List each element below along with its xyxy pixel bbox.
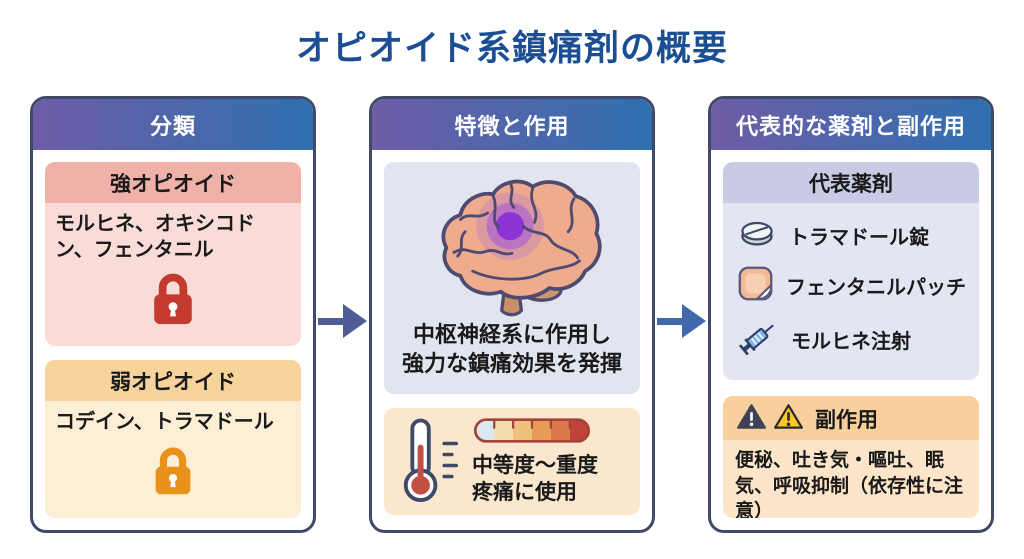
side-effects-card: 副作用 便秘、吐き気・嘔吐、眠気、呼吸抑制（依存性に注意） (723, 396, 979, 518)
side-effects-band: 副作用 (723, 396, 979, 440)
arrow-right-icon (318, 304, 367, 338)
action-text-line2: 強力な鎮痛効果を発揮 (401, 351, 622, 377)
column-classification: 分類 強オピオイド モルヒネ、オキシコドン、フェンタニル (30, 96, 316, 533)
column-drugs-side-effects-body: 代表薬剤 トラマドール錠 (711, 150, 991, 530)
drug-label: モルヒネ注射 (791, 329, 911, 354)
columns-row: 分類 強オピオイド モルヒネ、オキシコドン、フェンタニル (0, 96, 1024, 533)
strong-opioid-title: 強オピオイド (45, 162, 301, 203)
warning-triangle-dark-icon (737, 403, 766, 434)
list-item: モルヒネ注射 (737, 317, 969, 363)
representative-drug-rows: トラマドール錠 フェンタニルパッチ (723, 203, 979, 380)
usage-right: 中等度〜重度 疼痛に使用 (472, 417, 598, 506)
page-title: オピオイド系鎮痛剤の概要 (295, 29, 728, 69)
drug-label: フェンタニルパッチ (786, 274, 966, 299)
column-features-header: 特徴と作用 (372, 99, 652, 150)
usage-text: 中等度〜重度 疼痛に使用 (472, 452, 598, 506)
strong-opioid-card: 強オピオイド モルヒネ、オキシコドン、フェンタニル (45, 162, 301, 346)
thermometer-icon (400, 415, 462, 509)
gap-2 (655, 96, 708, 338)
weak-opioid-card: 弱オピオイド コデイン、トラマドール (45, 360, 301, 518)
column-features: 特徴と作用 (369, 96, 655, 533)
weak-opioid-title: 弱オピオイド (45, 360, 301, 401)
brain-illustration (416, 168, 608, 322)
list-item: フェンタニルパッチ (737, 265, 969, 306)
column-drugs-side-effects: 代表的な薬剤と副作用 代表薬剤 (708, 96, 994, 533)
usage-text-line1: 中等度〜重度 (472, 453, 598, 478)
drug-label: トラマドール錠 (789, 225, 929, 250)
gap-1 (316, 96, 369, 338)
strong-lock-wrap (45, 263, 301, 346)
action-text-line1: 中枢神経系に作用し (412, 323, 611, 348)
usage-card: 中等度〜重度 疼痛に使用 (384, 408, 640, 515)
syringe-icon (737, 317, 779, 363)
column-classification-header: 分類 (33, 99, 313, 150)
patch-icon (737, 265, 774, 306)
representative-drugs-card: 代表薬剤 トラマドール錠 (723, 162, 979, 380)
strong-opioid-drugs: モルヒネ、オキシコドン、フェンタニル (55, 211, 255, 262)
column-classification-body: 強オピオイド モルヒネ、オキシコドン、フェンタニル (33, 150, 313, 530)
column-drugs-side-effects-header: 代表的な薬剤と副作用 (711, 99, 991, 150)
usage-text-line2: 疼痛に使用 (472, 480, 577, 504)
column-features-body: 中枢神経系に作用し 強力な鎮痛効果を発揮 (372, 150, 652, 530)
warning-triangle-yellow-icon (774, 403, 803, 434)
pain-scale-icon (472, 417, 598, 448)
tablet-icon (737, 218, 777, 253)
representative-drugs-title: 代表薬剤 (723, 162, 979, 203)
side-effects-text: 便秘、吐き気・嘔吐、眠気、呼吸抑制（依存性に注意） (735, 449, 964, 518)
weak-opioid-drugs: コデイン、トラマドール (55, 409, 274, 433)
brain-action-card: 中枢神経系に作用し 強力な鎮痛効果を発揮 (384, 162, 640, 394)
arrow-right-icon (657, 304, 706, 338)
lock-icon (147, 271, 199, 332)
lock-icon (149, 445, 197, 502)
list-item: トラマドール錠 (737, 218, 969, 253)
weak-lock-wrap (45, 434, 301, 518)
side-effects-title: 副作用 (815, 407, 878, 432)
